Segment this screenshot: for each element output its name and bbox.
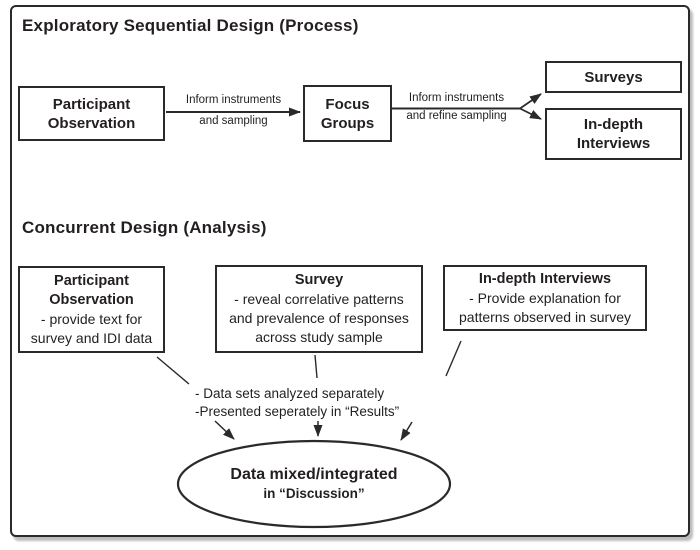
analysis-section-title: Concurrent Design (Analysis) <box>22 218 267 237</box>
survey-analysis-box: Survey - reveal correlative patterns and… <box>215 265 423 353</box>
analysis-note-line-1: - Data sets analyzed separately <box>195 386 385 401</box>
indepth-interviews-process-box: In-depth Interviews <box>545 108 682 160</box>
box-title-line: Surveys <box>584 68 643 86</box>
arrow-label-refine-sampling-bottom: and refine sampling <box>406 110 507 122</box>
box-body-line: across study sample <box>255 329 383 345</box>
box-title-line: Interviews <box>576 135 651 152</box>
ellipse-text-line: in “Discussion” <box>263 486 365 501</box>
ellipse-text-line: Data mixed/integrated <box>230 466 398 483</box>
box-title-line: In-depth Interviews <box>478 270 612 287</box>
data-mixed-label: Data mixed/integrated in “Discussion” <box>178 465 450 502</box>
analysis-note-line-2: -Presented seperately in “Results” <box>195 404 400 419</box>
focus-groups-box: Focus Groups <box>303 85 392 142</box>
participant-observation-process-box: Participant Observation <box>18 86 165 141</box>
box-title-line: Focus <box>325 95 370 113</box>
box-body-line: - provide text for <box>40 310 143 327</box>
box-title-line: Survey <box>294 272 344 288</box>
box-title-line: Observation <box>49 291 134 308</box>
arrow-label-inform-sampling-top: Inform instruments <box>185 94 282 106</box>
surveys-box: Surveys <box>545 61 682 93</box>
arrow-label-refine-sampling-top: Inform instruments <box>408 92 505 104</box>
box-title-line: Participant <box>54 272 129 289</box>
box-body-line: and prevalence of responses <box>229 310 409 326</box>
box-title-line: Groups <box>320 114 375 132</box>
box-title-line: Participant <box>52 95 131 113</box>
participant-observation-analysis-box: Participant Observation - provide text f… <box>18 266 165 353</box>
box-body-line: survey and IDI data <box>30 329 153 346</box>
box-body-line: - reveal correlative patterns <box>234 291 404 307</box>
process-section-title: Exploratory Sequential Design (Process) <box>22 16 359 35</box>
box-title-line: In-depth <box>583 116 644 133</box>
box-body-line: patterns observed in survey <box>459 308 631 325</box>
box-title-line: Observation <box>47 114 136 132</box>
arrow-label-inform-sampling-bottom: and sampling <box>199 115 268 127</box>
box-body-line: - Provide explanation for <box>469 289 621 306</box>
indepth-interviews-analysis-box: In-depth Interviews - Provide explanatio… <box>443 265 647 331</box>
